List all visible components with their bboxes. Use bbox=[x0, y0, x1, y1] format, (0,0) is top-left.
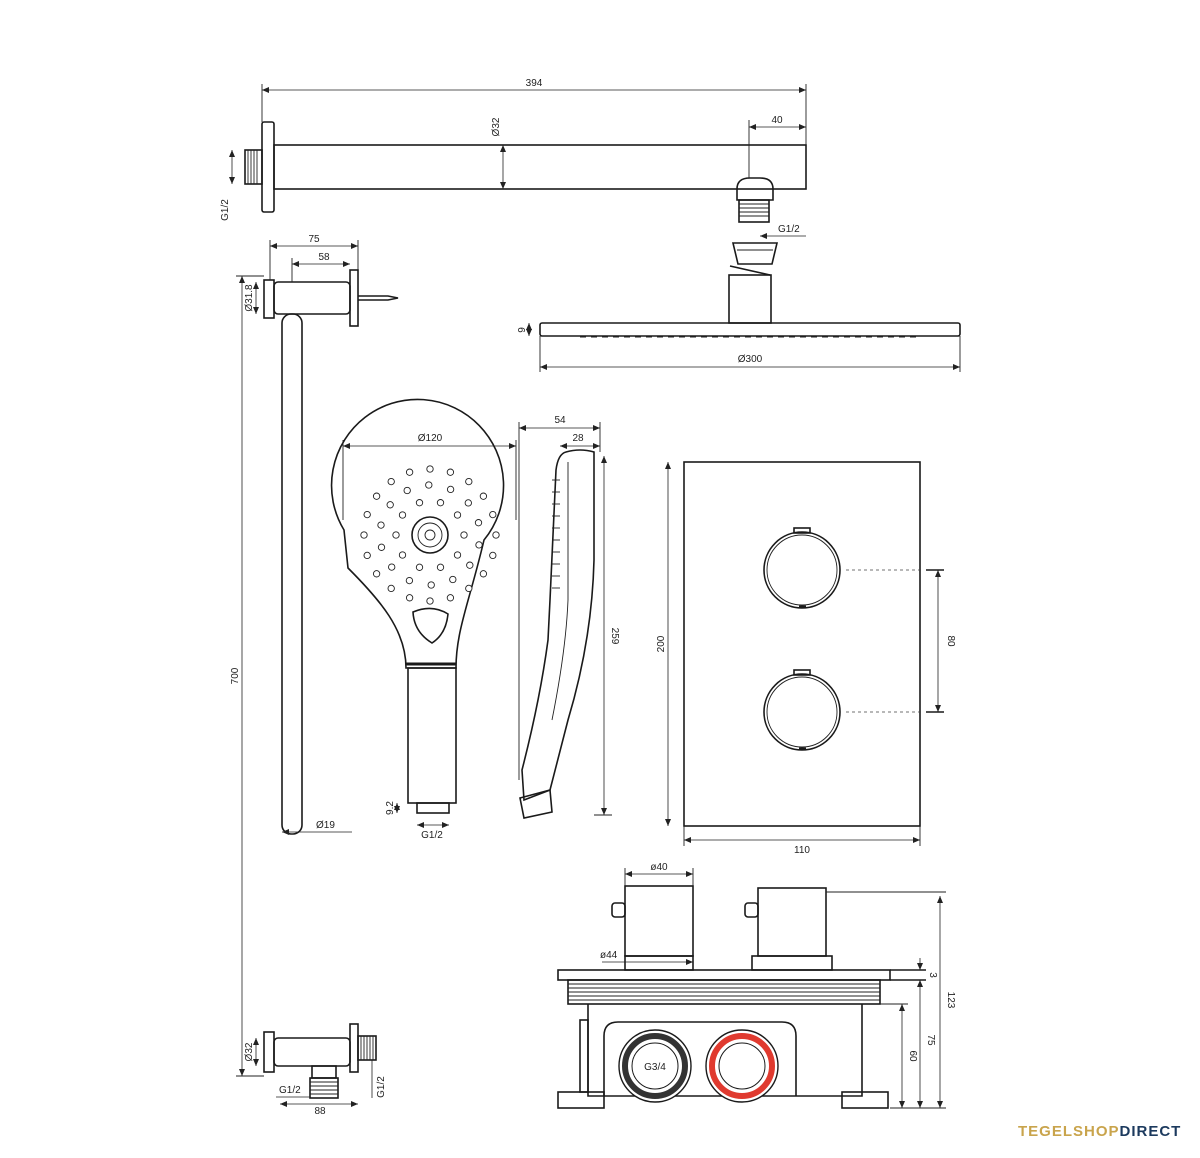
brand-logo: TEGELSHOPDIRECT bbox=[1018, 1123, 1181, 1140]
nozzle-dot bbox=[377, 521, 385, 529]
dim-rail-width: 88 bbox=[314, 1106, 326, 1117]
dim-hand-thread: G1/2 bbox=[421, 830, 443, 841]
nozzle-dot bbox=[377, 543, 386, 551]
dim-hand-thread-h: 9.2 bbox=[385, 801, 396, 815]
nozzle-dot bbox=[475, 541, 483, 549]
dim-valve-flange-dia: ø44 bbox=[600, 950, 618, 961]
dim-rail-length: 700 bbox=[230, 667, 241, 684]
nozzle-dot bbox=[446, 485, 455, 494]
dim-hand-diameter: Ø120 bbox=[418, 433, 443, 444]
nozzle-dot bbox=[446, 468, 455, 476]
dim-arm-diameter: Ø32 bbox=[491, 117, 502, 136]
dim-rail-thread-left: G1/2 bbox=[279, 1085, 301, 1096]
dim-plate-width: 110 bbox=[794, 845, 810, 856]
dim-hand-head: 28 bbox=[572, 433, 584, 444]
dim-arm-thread-right: G1/2 bbox=[778, 224, 800, 235]
dim-valve-total: 123 bbox=[945, 992, 956, 1009]
shower-arm: 394 Ø32 40 G1/2 G1/2 9 Ø300 bbox=[220, 78, 961, 372]
nozzle-dot bbox=[449, 575, 457, 584]
dim-hand-length: 259 bbox=[609, 628, 620, 645]
nozzle-dot bbox=[489, 551, 497, 560]
nozzle-dot bbox=[398, 511, 407, 519]
dim-holder-dia: Ø31.8 bbox=[244, 284, 255, 312]
dim-valve-box: 60 bbox=[907, 1050, 918, 1062]
nozzle-dot bbox=[405, 576, 414, 585]
dim-plate-height: 200 bbox=[656, 635, 667, 652]
dim-valve-knob-dia: ø40 bbox=[650, 862, 668, 873]
nozzle-dot bbox=[398, 551, 407, 559]
dim-rail-thread-right: G1/2 bbox=[376, 1076, 387, 1098]
nozzle-dot bbox=[427, 581, 435, 589]
nozzle-dot bbox=[403, 486, 411, 495]
nozzle-dot bbox=[360, 531, 368, 539]
dim-valve-body: 75 bbox=[925, 1034, 936, 1046]
nozzle-dot bbox=[492, 531, 500, 539]
brand-part2: DIRECT bbox=[1119, 1123, 1182, 1140]
nozzle-dot bbox=[388, 563, 396, 571]
dim-hand-depth: 54 bbox=[554, 415, 566, 426]
nozzle-dot bbox=[436, 499, 445, 507]
nozzle-dot bbox=[479, 492, 488, 500]
dim-rail-bottom-dia: Ø32 bbox=[244, 1042, 255, 1061]
nozzle-dot bbox=[453, 511, 462, 519]
nozzle-dot bbox=[460, 531, 468, 539]
nozzle-dot bbox=[405, 468, 414, 476]
dim-head-thickness: 9 bbox=[517, 327, 528, 333]
dim-holder-75: 75 bbox=[308, 234, 320, 245]
nozzle-dot bbox=[464, 499, 472, 507]
dim-arm-thread-left: G1/2 bbox=[220, 199, 231, 221]
nozzle-dot bbox=[465, 477, 473, 486]
nozzle-dot bbox=[386, 501, 394, 509]
dim-rail-dia: Ø19 bbox=[316, 820, 335, 831]
nozzle-dot bbox=[387, 477, 395, 486]
dim-knob-spacing: 80 bbox=[945, 635, 956, 647]
nozzle-dot bbox=[372, 492, 381, 500]
thermostat-plate: 200 80 110 bbox=[656, 461, 956, 856]
dim-valve-plate: 3 bbox=[927, 972, 938, 978]
nozzle-dot bbox=[425, 481, 433, 489]
nozzle-dot bbox=[363, 510, 371, 519]
hand-shower-front: Ø120 9.2 G1/2 bbox=[330, 398, 517, 841]
nozzle-dot bbox=[453, 551, 462, 559]
slide-rail: 75 58 Ø31.8 700 Ø19 Ø32 G1/2 G1/2 88 bbox=[230, 234, 399, 1117]
nozzle-dot bbox=[465, 584, 473, 593]
dim-head-diameter: Ø300 bbox=[738, 354, 763, 365]
dim-holder-58: 58 bbox=[318, 252, 330, 263]
nozzle-pattern bbox=[360, 465, 500, 605]
nozzle-dot bbox=[387, 584, 395, 593]
nozzle-dot bbox=[415, 499, 424, 507]
nozzle-dot bbox=[474, 519, 483, 527]
nozzle-dot bbox=[392, 531, 400, 539]
dim-valve-connection: G3/4 bbox=[644, 1062, 666, 1073]
nozzle-dot bbox=[415, 563, 424, 571]
dim-arm-length: 394 bbox=[526, 78, 543, 89]
nozzle-dot bbox=[372, 570, 381, 578]
dim-arm-end: 40 bbox=[771, 115, 783, 126]
concealed-valve: G3/4 ø40 ø44 123 75 60 3 bbox=[557, 862, 956, 1109]
nozzle-dot bbox=[405, 594, 414, 602]
nozzle-dot bbox=[426, 597, 434, 605]
nozzle-dot bbox=[426, 465, 434, 473]
hand-shower-side: 54 28 259 bbox=[518, 415, 620, 819]
nozzle-dot bbox=[436, 563, 445, 571]
nozzle-dot bbox=[479, 570, 488, 578]
nozzle-dot bbox=[489, 510, 497, 519]
nozzle-dot bbox=[363, 551, 371, 560]
brand-part1: TEGELSHOP bbox=[1018, 1123, 1120, 1140]
nozzle-dot bbox=[446, 594, 455, 602]
nozzle-dot bbox=[466, 561, 474, 569]
